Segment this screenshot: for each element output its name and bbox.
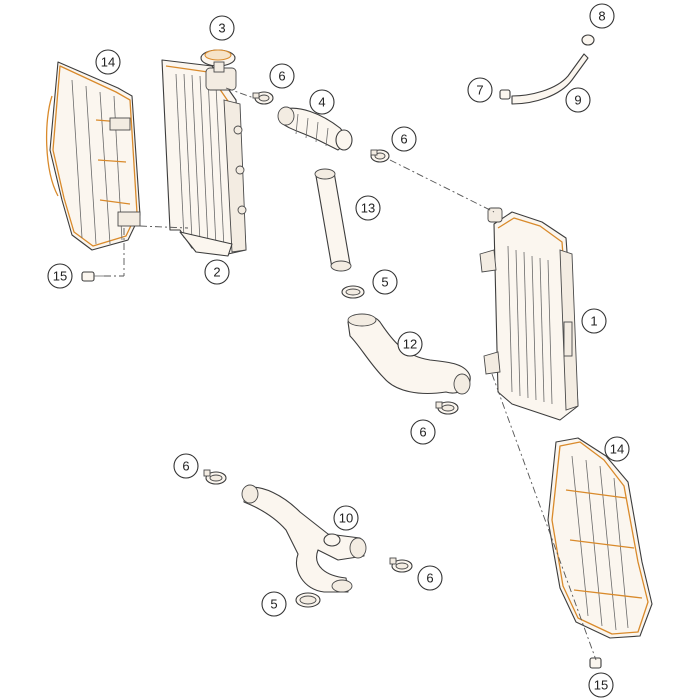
svg-text:5: 5	[270, 597, 277, 612]
callout-5-upper: 5	[372, 269, 398, 295]
svg-text:6: 6	[278, 69, 285, 84]
hose-clip	[581, 34, 595, 46]
svg-text:3: 3	[218, 21, 225, 36]
hose-clamp	[295, 592, 321, 608]
callout-3: 3	[209, 15, 235, 41]
callout-10: 10	[333, 505, 359, 531]
hose-clamp	[341, 285, 365, 299]
hose-clamp	[370, 149, 390, 163]
assembly-lines	[104, 87, 597, 661]
callout-6-top-left: 6	[269, 63, 295, 89]
callout-13: 13	[355, 195, 381, 221]
radiator-cap	[200, 49, 236, 73]
callout-7: 7	[467, 77, 493, 103]
svg-text:15: 15	[53, 269, 67, 284]
svg-text:6: 6	[400, 132, 407, 147]
hose-clamp	[389, 557, 413, 573]
svg-text:15: 15	[594, 678, 608, 693]
callout-6-lower-left: 6	[173, 453, 199, 479]
hose-connector	[277, 106, 353, 151]
svg-text:12: 12	[403, 337, 417, 352]
callout-4: 4	[309, 89, 335, 115]
left-radiator-guard	[45, 61, 141, 251]
callout-12: 12	[397, 331, 423, 357]
hose-clamp	[203, 469, 227, 485]
lower-y-hose	[241, 484, 367, 593]
callout-6-top-right: 6	[391, 126, 417, 152]
straight-hose	[314, 168, 352, 272]
right-radiator	[479, 207, 579, 421]
svg-text:4: 4	[318, 95, 325, 110]
callout-2: 2	[204, 259, 230, 285]
callout-15-right: 15	[588, 672, 614, 698]
svg-text:8: 8	[598, 9, 605, 24]
right-radiator-guard	[547, 437, 653, 639]
callout-9: 9	[565, 87, 591, 113]
left-radiator	[161, 59, 247, 257]
svg-text:7: 7	[476, 83, 483, 98]
svg-text:5: 5	[381, 275, 388, 290]
svg-text:14: 14	[101, 55, 115, 70]
svg-text:2: 2	[213, 265, 220, 280]
callout-15-left: 15	[47, 263, 73, 289]
svg-text:9: 9	[574, 93, 581, 108]
callout-8: 8	[589, 3, 615, 29]
callout-14-left: 14	[95, 49, 121, 75]
callout-14-right: 14	[604, 436, 630, 462]
svg-text:1: 1	[590, 314, 597, 329]
screw-left	[81, 271, 104, 282]
hose-clamp	[435, 401, 459, 415]
breather-hose	[511, 53, 589, 105]
svg-text:14: 14	[610, 442, 624, 457]
callout-6-mid: 6	[410, 419, 436, 445]
svg-text:13: 13	[361, 201, 375, 216]
svg-text:10: 10	[339, 511, 353, 526]
svg-text:6: 6	[419, 425, 426, 440]
small-fitting	[499, 89, 511, 100]
callout-5-lower: 5	[261, 591, 287, 617]
callout-6-lower-right: 6	[417, 565, 443, 591]
svg-text:6: 6	[182, 459, 189, 474]
hose-clamp	[252, 91, 274, 105]
callout-1: 1	[581, 308, 607, 334]
svg-text:6: 6	[426, 571, 433, 586]
